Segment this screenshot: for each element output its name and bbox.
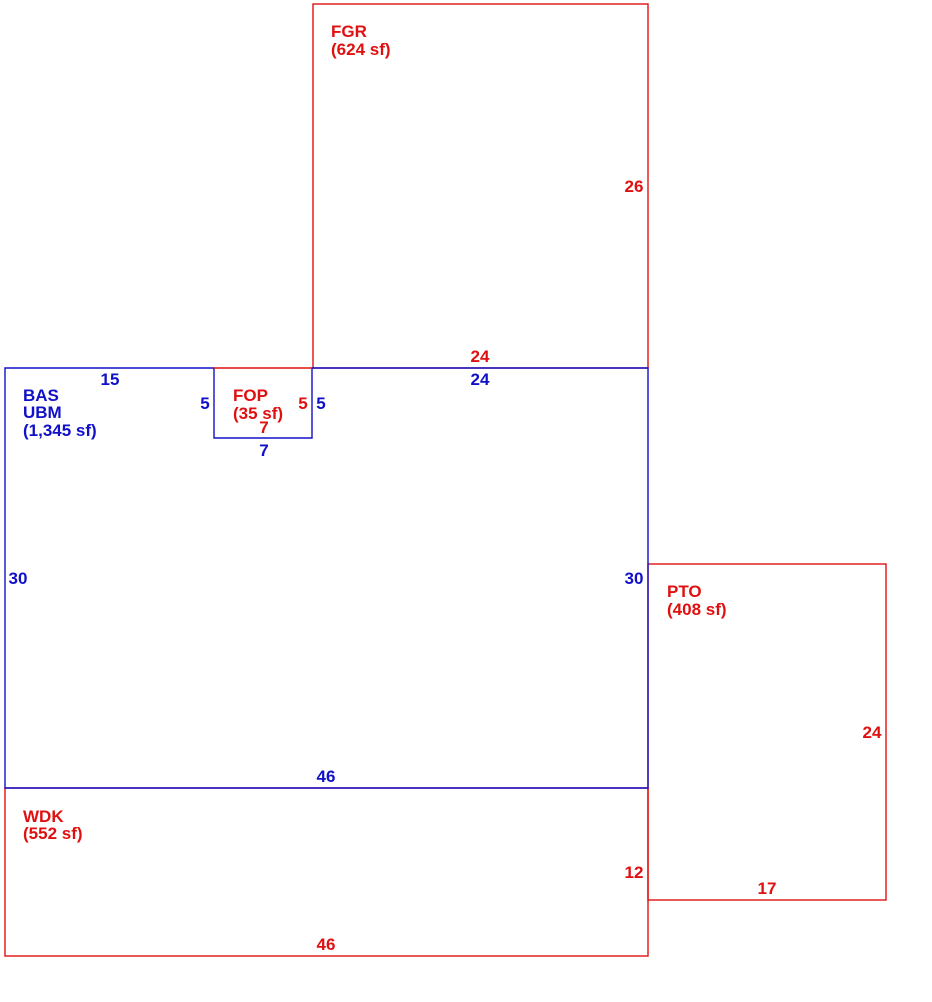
fgr-dim-bottom: 24 bbox=[471, 347, 490, 366]
bas-dim-notch-bottom: 7 bbox=[259, 441, 268, 460]
bas-dim-top-left: 15 bbox=[101, 370, 120, 389]
fop-code: FOP bbox=[233, 386, 268, 405]
wdk-area: (552 sf) bbox=[23, 824, 83, 843]
fgr-area: (624 sf) bbox=[331, 40, 391, 59]
fgr-code: FGR bbox=[331, 22, 367, 41]
area-fgr: FGR (624 sf) 26 24 bbox=[312, 3, 649, 369]
bas-dim-top-right: 24 bbox=[471, 370, 490, 389]
pto-code: PTO bbox=[667, 582, 702, 601]
area-fop: FOP (35 sf) 5 7 bbox=[214, 367, 312, 437]
bas-dim-left: 30 bbox=[9, 569, 28, 588]
wdk-outline bbox=[4, 787, 649, 957]
bas-dim-notch-left: 5 bbox=[200, 394, 209, 413]
wdk-code: WDK bbox=[23, 807, 64, 826]
area-bas: BAS UBM (1,345 sf) 15 24 5 5 7 30 30 46 bbox=[4, 367, 649, 789]
bas-dim-notch-right: 5 bbox=[316, 394, 325, 413]
bas-dim-right: 30 bbox=[625, 569, 644, 588]
wdk-dim-right: 12 bbox=[625, 863, 644, 882]
wdk-dim-bottom: 46 bbox=[317, 935, 336, 954]
area-pto: PTO (408 sf) 24 17 bbox=[647, 563, 887, 901]
fop-dim-bottom: 7 bbox=[259, 418, 268, 437]
fgr-dim-right: 26 bbox=[625, 177, 644, 196]
bas-code: BAS bbox=[23, 386, 59, 405]
bas-outline bbox=[4, 367, 649, 789]
area-wdk: WDK (552 sf) 12 46 bbox=[4, 787, 649, 957]
fop-dim-right: 5 bbox=[298, 394, 307, 413]
pto-dim-bottom: 17 bbox=[758, 879, 777, 898]
bas-dim-bottom: 46 bbox=[317, 767, 336, 786]
bas-code-2: UBM bbox=[23, 403, 62, 422]
bas-area: (1,345 sf) bbox=[23, 421, 97, 440]
fop-area: (35 sf) bbox=[233, 404, 283, 423]
pto-area: (408 sf) bbox=[667, 600, 727, 619]
pto-dim-right: 24 bbox=[863, 723, 882, 742]
